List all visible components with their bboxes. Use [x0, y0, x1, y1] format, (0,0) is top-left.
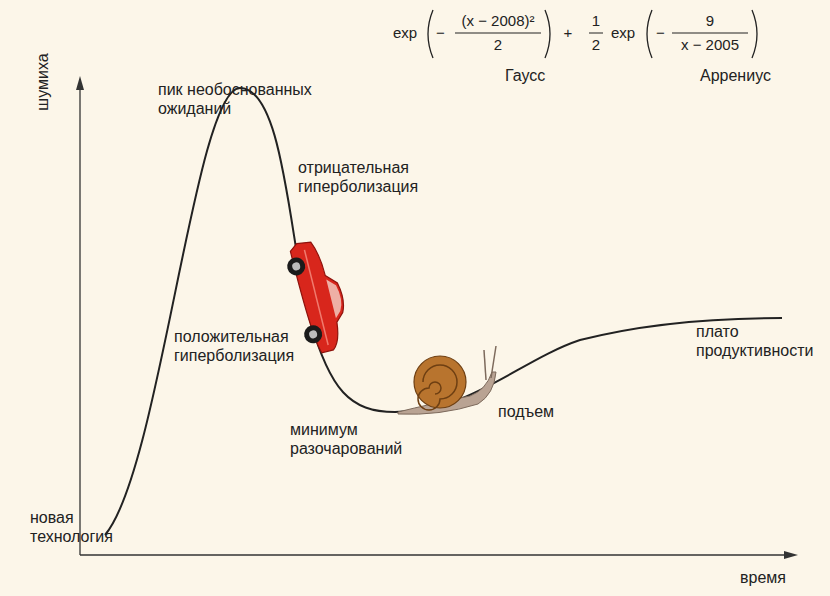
formula-paren — [647, 10, 652, 58]
car-illustration — [282, 236, 354, 356]
phase-label: новая технология — [30, 508, 130, 546]
x-axis-arrow — [784, 551, 798, 559]
model-name: Гаусс — [505, 66, 545, 85]
phase-label: отрицательная гиперболизация — [298, 158, 468, 196]
phase-label: подъем — [498, 402, 554, 421]
formula-term: + — [564, 24, 573, 42]
fraction-bar — [455, 33, 541, 34]
phase-label: пик необоснованных ожиданий — [158, 80, 336, 118]
formula-term: − — [436, 24, 445, 42]
formula-term: 1 — [592, 12, 600, 30]
phase-label: положительная гиперболизация — [174, 327, 344, 365]
hype-curve — [105, 88, 782, 535]
fraction-bar — [589, 33, 603, 34]
formula-term: 2 — [592, 36, 600, 54]
formula-term: 2 — [494, 36, 502, 54]
formula-term: x − 2005 — [681, 36, 739, 54]
formula-term: (x − 2008)² — [462, 12, 535, 30]
phase-label: минимум разочарований — [290, 420, 430, 458]
snail-illustration — [398, 346, 496, 414]
formula-term: exp — [393, 24, 417, 42]
formula-paren — [428, 10, 433, 58]
formula-paren — [545, 10, 550, 58]
axis-label: шумиха — [33, 53, 52, 110]
y-axis-arrow — [76, 76, 84, 90]
model-name: Аррениус — [700, 66, 771, 85]
formula-term: exp — [611, 24, 635, 42]
fraction-bar — [672, 33, 748, 34]
axis-label: время — [740, 568, 786, 587]
formula-term: − — [656, 24, 665, 42]
y-axis — [79, 86, 80, 555]
x-axis — [80, 554, 788, 555]
formula-term: 9 — [706, 12, 714, 30]
formula-paren — [752, 10, 757, 58]
phase-label: плато продуктивности — [696, 322, 826, 360]
